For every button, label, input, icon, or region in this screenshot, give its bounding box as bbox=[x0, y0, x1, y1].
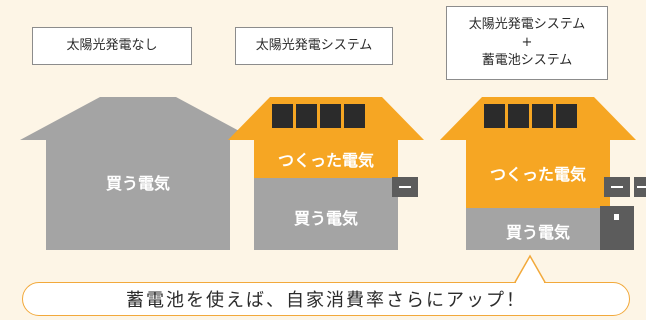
house-2-buy-text: 買う電気 bbox=[293, 209, 358, 228]
scenario-3-label-line2: + bbox=[521, 35, 533, 50]
house-3-buy-text: 買う電気 bbox=[505, 223, 570, 242]
house-2-make-text: つくった電気 bbox=[277, 151, 374, 170]
house-3-buy-area bbox=[466, 208, 610, 250]
house-2-solar-panels bbox=[272, 104, 365, 128]
house-3-make-text: つくった電気 bbox=[489, 165, 586, 184]
scenario-3-label-line1: 太陽光発電システム bbox=[468, 17, 586, 32]
house-1-shape bbox=[20, 97, 256, 250]
scenario-1-label: 太陽光発電なし bbox=[32, 27, 192, 65]
battery-unit-icon bbox=[600, 206, 634, 250]
callout-text: 蓄電池を使えば、自家消費率さらにアップ！ bbox=[126, 290, 526, 311]
house-2-power-conditioner-icon bbox=[392, 177, 418, 197]
scenario-1-label-text: 太陽光発電なし bbox=[66, 38, 158, 53]
house-1-buy-text: 買う電気 bbox=[105, 174, 170, 193]
scenario-2-label-text: 太陽光発電システム bbox=[255, 38, 373, 53]
scenario-3-label: 太陽光発電システム + 蓄電池システム bbox=[446, 6, 608, 80]
house-3-solar-panels bbox=[484, 104, 577, 128]
house-3-power-conditioner-icon bbox=[604, 177, 630, 197]
scenario-3-label-line3: 蓄電池システム bbox=[481, 53, 573, 68]
house-3-power-conditioner-icon-2 bbox=[634, 177, 646, 197]
scenario-2-label: 太陽光発電システム bbox=[235, 27, 393, 65]
callout-box bbox=[22, 282, 630, 316]
house-2-buy-area bbox=[254, 178, 398, 250]
